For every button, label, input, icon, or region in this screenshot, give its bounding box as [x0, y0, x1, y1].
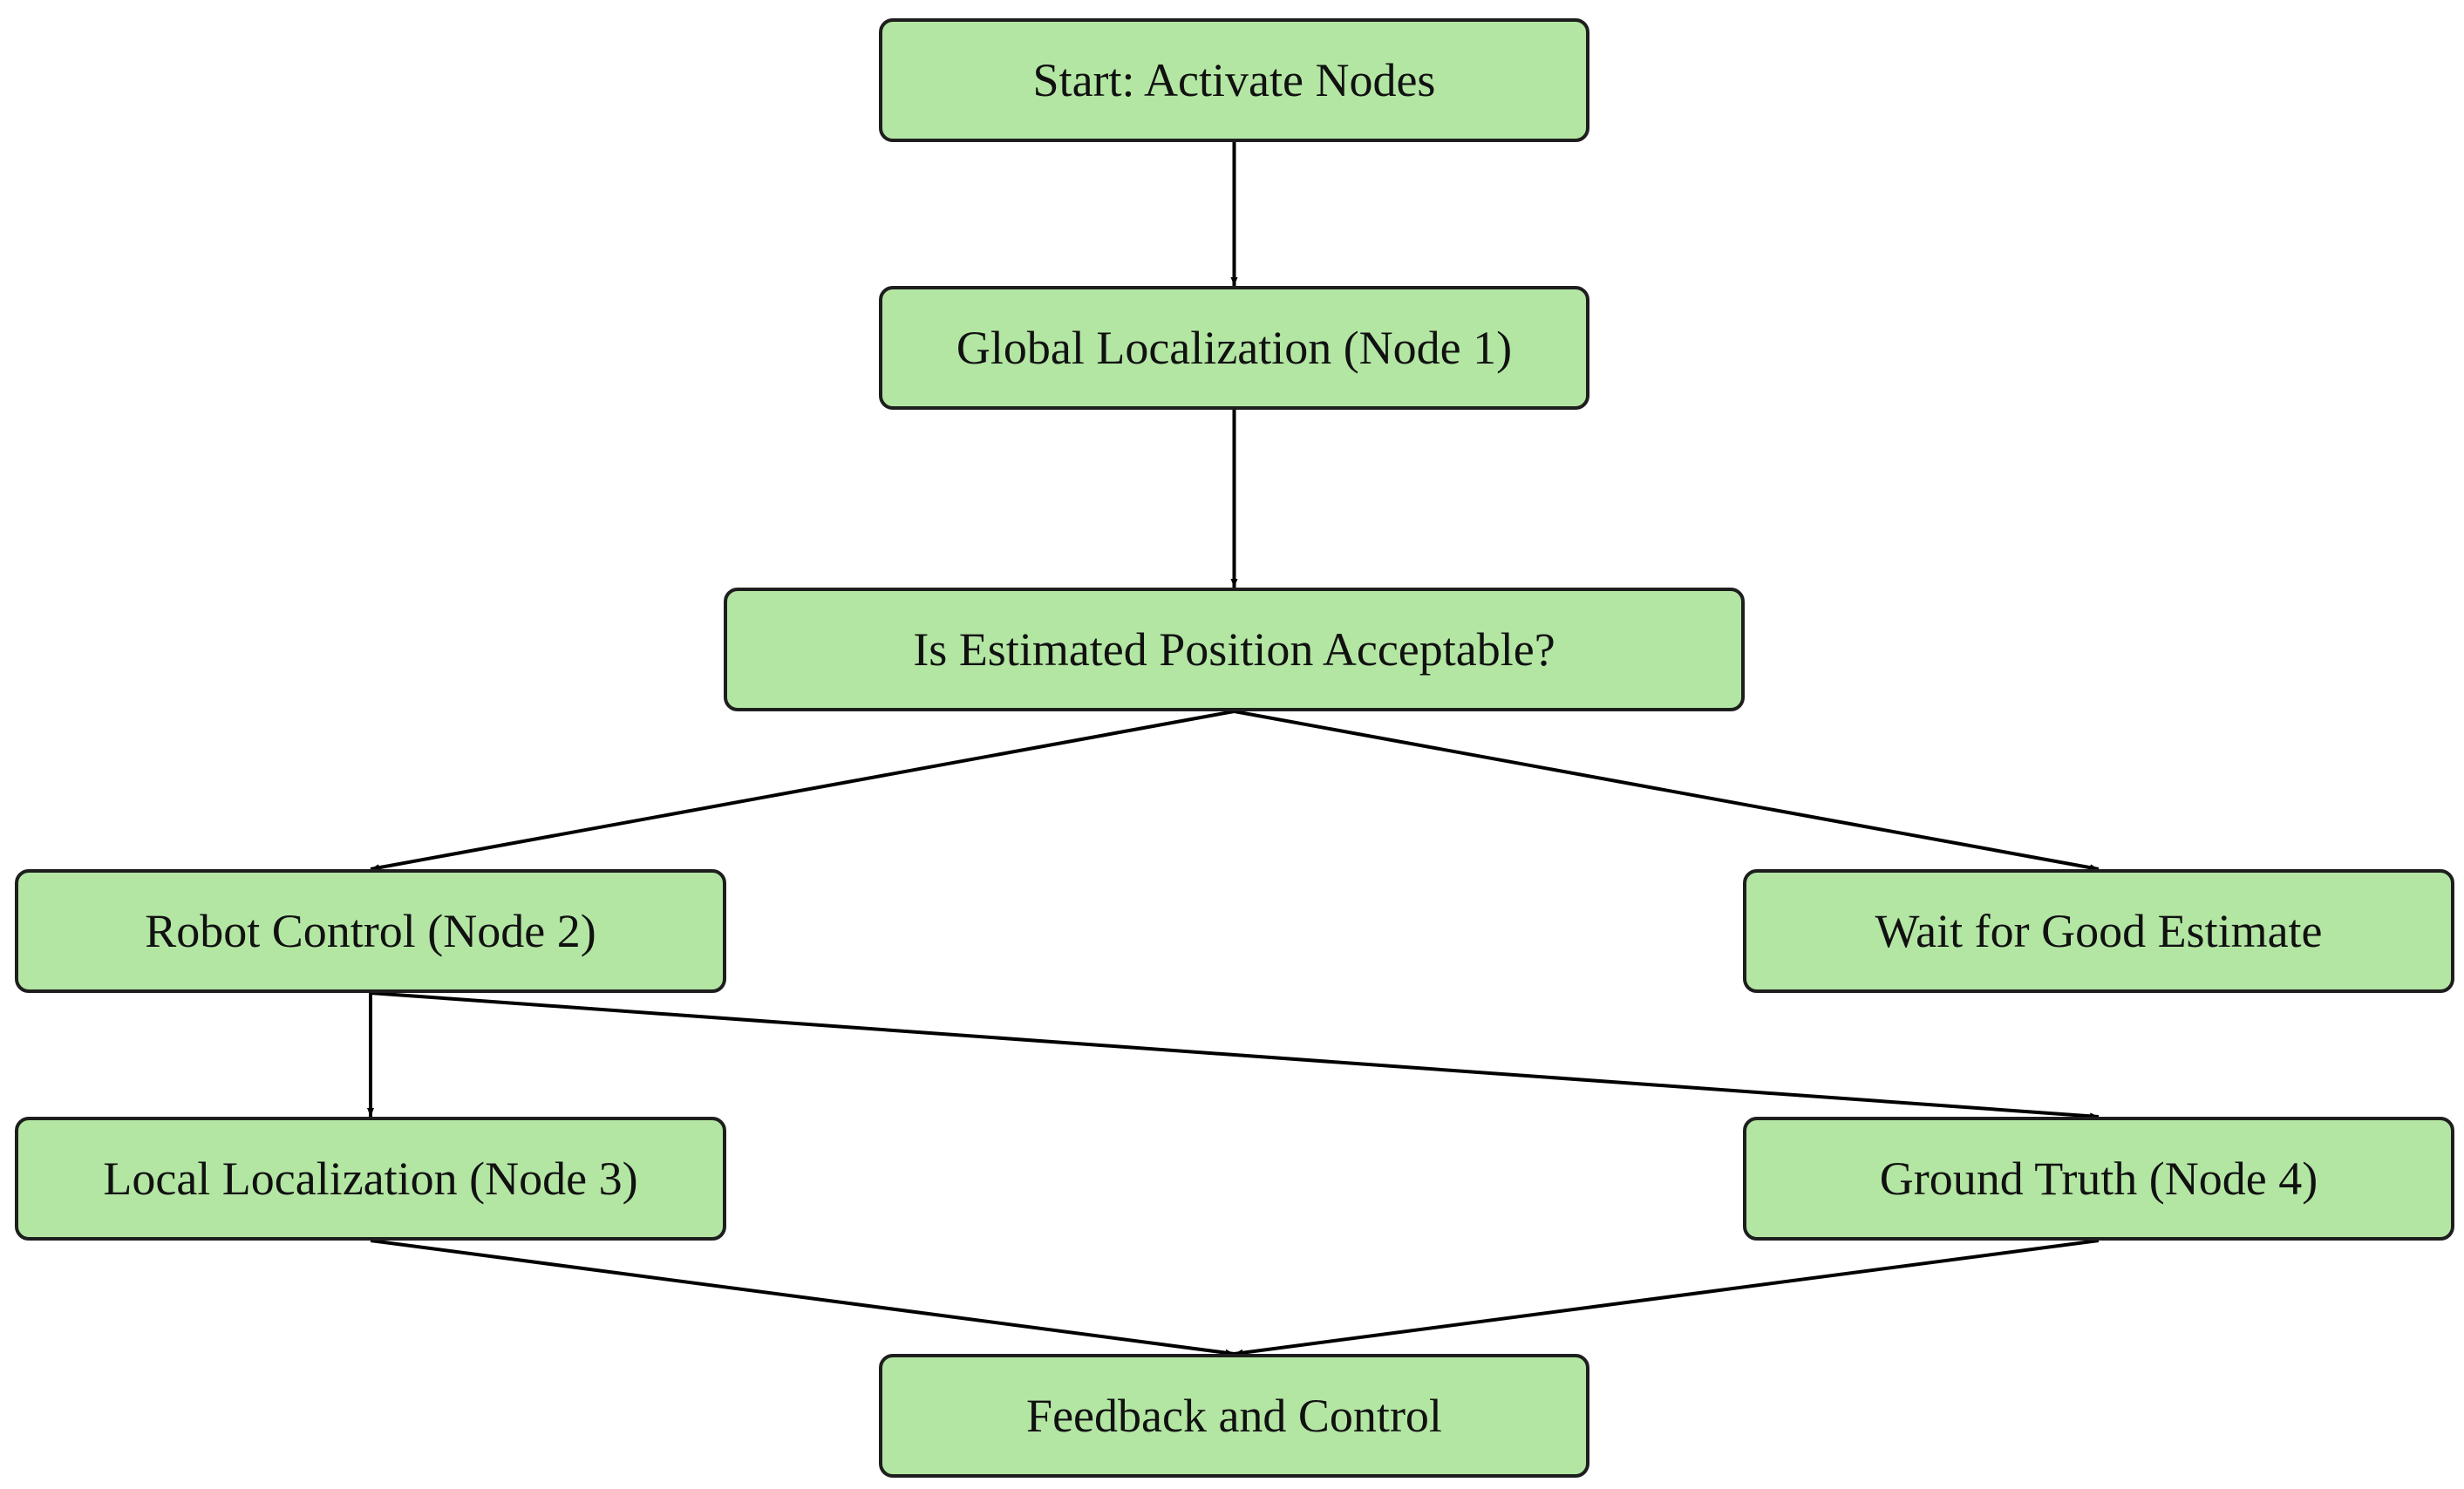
edge-decision-to-wait: [1234, 710, 2100, 872]
node-ground-truth: Ground Truth (Node 4): [1743, 1117, 2454, 1241]
node-start-activate-nodes: Start: Activate Nodes: [879, 18, 1589, 142]
edge-decision-to-robot_control: [370, 710, 1235, 872]
edge-ground_truth-to-feedback: [1234, 1239, 2100, 1356]
node-local-localization: Local Localization (Node 3): [15, 1117, 726, 1241]
node-global-localization: Global Localization (Node 1): [879, 286, 1589, 410]
edge-layer: [367, 142, 2100, 1356]
node-decision-position-acceptable: Is Estimated Position Acceptable?: [724, 588, 1745, 711]
node-feedback-and-control: Feedback and Control: [879, 1354, 1589, 1478]
edge-robot_control-to-ground_truth: [370, 991, 2100, 1120]
node-wait-for-good-estimate: Wait for Good Estimate: [1743, 869, 2454, 993]
node-robot-control: Robot Control (Node 2): [15, 869, 726, 993]
edge-local_localization-to-feedback: [370, 1239, 1235, 1356]
